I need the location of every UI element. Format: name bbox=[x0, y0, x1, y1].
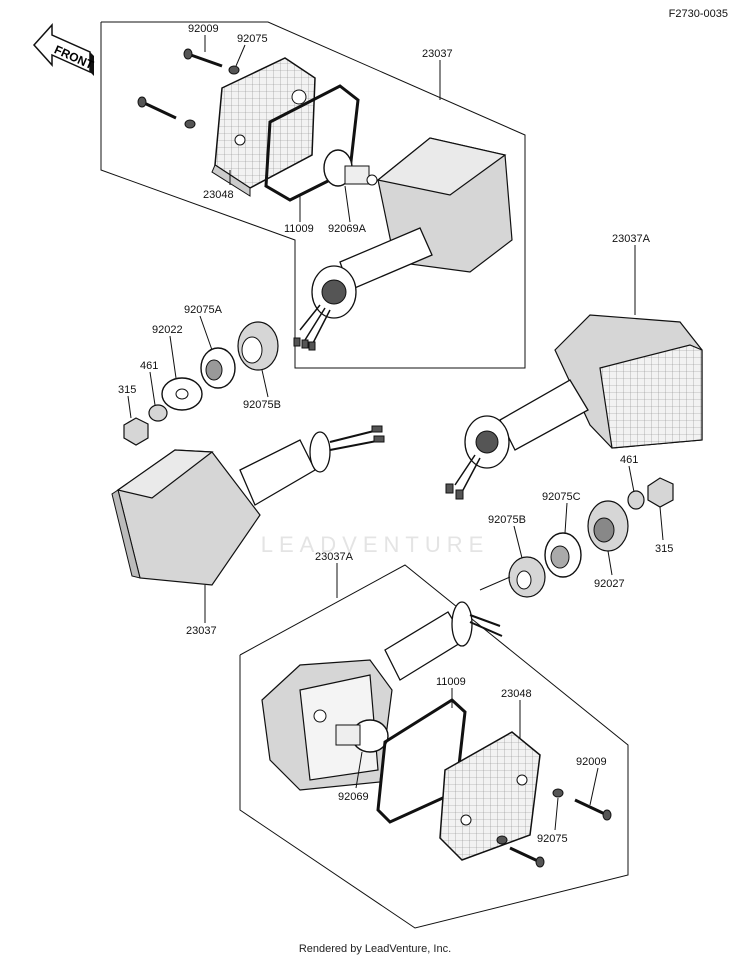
watermark: LEADVENTURE bbox=[260, 532, 490, 557]
front-arrow-icon: FRONT bbox=[32, 23, 96, 76]
lens-23048-bottom bbox=[439, 731, 541, 861]
callout-92075b-right: 92075B bbox=[488, 514, 526, 526]
housing-23037-left bbox=[111, 425, 385, 586]
callout-23037a-right: 23037A bbox=[612, 233, 651, 245]
screw-second-top bbox=[137, 96, 177, 120]
grommet-92075b-left bbox=[237, 321, 279, 371]
leader-lines bbox=[127, 35, 664, 831]
grommet-92075a bbox=[200, 347, 236, 389]
callout-11009-bottom: 11009 bbox=[436, 676, 466, 688]
callout-23037a-bottom: 23037A bbox=[315, 551, 354, 563]
figure-ref: F2730-0035 bbox=[668, 8, 728, 20]
callout-315-left: 315 bbox=[118, 384, 136, 396]
callout-315-right: 315 bbox=[655, 543, 673, 555]
bulb-92069a bbox=[323, 149, 378, 187]
nut-315-left bbox=[123, 417, 149, 446]
callout-92075-bottom: 92075 bbox=[537, 833, 568, 845]
screw-92009-top bbox=[183, 48, 223, 68]
washer-92075-top bbox=[228, 65, 240, 75]
bottom-assembly-boundary bbox=[239, 564, 629, 929]
washer-92022 bbox=[161, 377, 203, 411]
callout-92069: 92069 bbox=[338, 791, 369, 803]
grommet-92075b-right bbox=[508, 556, 546, 598]
callout-461-left: 461 bbox=[140, 360, 158, 372]
callout-92075b-left: 92075B bbox=[243, 399, 281, 411]
washer-second-top bbox=[184, 119, 196, 129]
housing-23037-top bbox=[293, 137, 513, 351]
callout-23037-top: 23037 bbox=[422, 48, 453, 60]
callout-92075c: 92075C bbox=[542, 491, 581, 503]
grommet-92075c bbox=[544, 532, 582, 578]
callout-92075a: 92075A bbox=[184, 304, 223, 316]
grommet-92027 bbox=[587, 500, 629, 552]
callout-92009-bottom: 92009 bbox=[576, 756, 607, 768]
callout-23048-top: 23048 bbox=[203, 189, 234, 201]
callout-92022: 92022 bbox=[152, 324, 183, 336]
lens-23048-top bbox=[211, 57, 316, 197]
nut-315-right bbox=[647, 477, 674, 508]
callout-11009-top: 11009 bbox=[284, 223, 314, 235]
lock-washer-461-left bbox=[148, 404, 168, 422]
callout-23037-left: 23037 bbox=[186, 625, 217, 637]
callout-92027: 92027 bbox=[594, 578, 625, 590]
callout-92069a: 92069A bbox=[328, 223, 367, 235]
screw-second-bottom bbox=[509, 846, 545, 868]
washer-92075-bottom bbox=[552, 788, 564, 798]
callout-461-right: 461 bbox=[620, 454, 638, 466]
callout-23048-bottom: 23048 bbox=[501, 688, 532, 700]
housing-23037a-bottom bbox=[261, 601, 503, 791]
bulb-92069 bbox=[335, 719, 389, 753]
screw-92009-bottom bbox=[574, 798, 612, 821]
callout-92009-top: 92009 bbox=[188, 23, 219, 35]
lock-washer-461-right bbox=[627, 490, 645, 510]
footer-credit: Rendered by LeadVenture, Inc. bbox=[298, 943, 452, 955]
washer-second-bottom bbox=[496, 835, 508, 845]
housing-23037a-right bbox=[445, 314, 703, 500]
top-assembly-boundary bbox=[100, 21, 526, 369]
callout-92075-top: 92075 bbox=[237, 33, 268, 45]
